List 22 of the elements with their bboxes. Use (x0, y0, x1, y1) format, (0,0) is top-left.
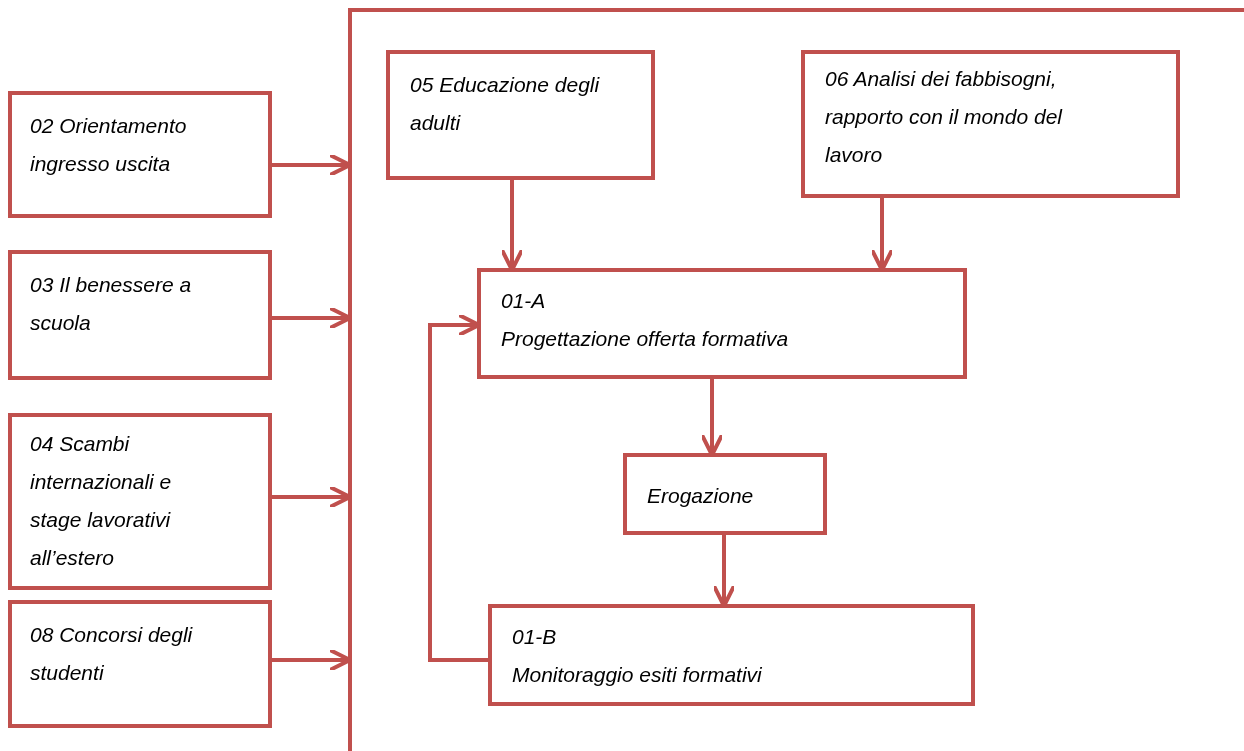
arrow (428, 313, 488, 662)
box-text: Monitoraggio esiti formativi (512, 662, 763, 688)
process-box (8, 413, 272, 590)
box-text: 06 Analisi dei fabbisogni, rapporto con il mondo del lavoro (825, 66, 1064, 168)
process-box (801, 50, 1180, 198)
box-text: 01-B (512, 624, 558, 650)
box-text: 02 Orientamento ingresso uscita (30, 113, 188, 177)
box-text: 05 Educazione degli adulti (410, 72, 601, 136)
box-text: 08 Concorsi degli studenti (30, 622, 194, 686)
process-box (477, 268, 967, 379)
container-box (348, 8, 1244, 751)
process-box (8, 250, 272, 380)
process-box (386, 50, 655, 180)
box-text: Progettazione offerta formativa (501, 326, 790, 352)
box-text: 04 Scambi internazionali e stage lavorativi all’estero (30, 431, 173, 571)
process-box (8, 600, 272, 728)
process-box (488, 604, 975, 706)
box-text: Erogazione (647, 483, 755, 509)
box-text: 03 Il benessere a scuola (30, 272, 193, 336)
box-text: 01-A (501, 288, 547, 314)
process-box (8, 91, 272, 218)
process-box (623, 453, 827, 535)
